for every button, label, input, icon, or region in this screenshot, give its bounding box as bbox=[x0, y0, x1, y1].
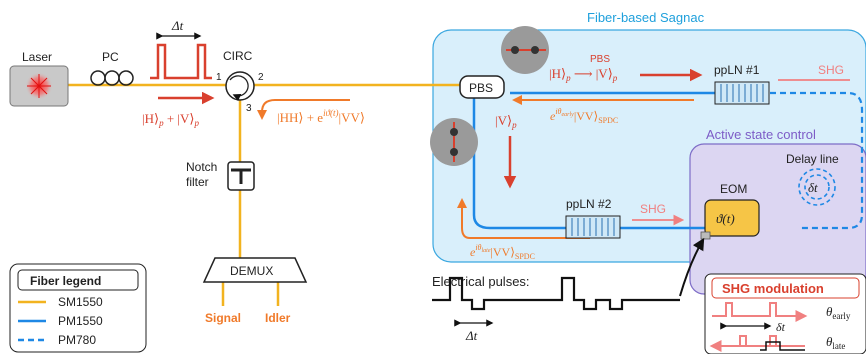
late-state-label: eiθlate|VV⟩SPDC bbox=[470, 243, 535, 261]
delay-line-coil-icon bbox=[798, 168, 836, 206]
pbs-arrow-label: PBS bbox=[590, 54, 610, 65]
input-pulse-icon bbox=[150, 43, 212, 80]
fiber-legend: Fiber legend SM1550 PM1550 PM780 bbox=[9, 263, 147, 353]
shg-modulation-box bbox=[704, 273, 866, 354]
ppln1-crystal-icon bbox=[714, 81, 770, 105]
circ-port-3: 3 bbox=[246, 103, 252, 114]
shg-modulation-title: SHG modulation bbox=[722, 281, 824, 296]
late-orange-arrow bbox=[457, 198, 590, 239]
legend-title: Fiber legend bbox=[30, 274, 101, 288]
v-state-label: |V⟩p bbox=[495, 113, 517, 130]
delay-line-label: Delay line bbox=[786, 152, 839, 166]
laser-source bbox=[9, 65, 69, 107]
early-pulse-trace bbox=[712, 302, 808, 322]
idler-label: Idler bbox=[265, 311, 291, 325]
eom-drive-arrow bbox=[679, 237, 705, 297]
pm1550-loop-left bbox=[472, 98, 705, 230]
electrical-pulse-train bbox=[432, 276, 680, 311]
notch-label-1: Notch bbox=[186, 160, 217, 174]
pc-label: PC bbox=[102, 50, 119, 64]
late-pulse-trace bbox=[709, 335, 805, 352]
signal-label: Signal bbox=[205, 311, 241, 325]
pbs-label: PBS bbox=[469, 81, 493, 95]
delay-line-symbol: δt bbox=[808, 180, 818, 195]
legend-item-sm1550: SM1550 bbox=[58, 295, 103, 309]
eom-connector bbox=[700, 231, 711, 240]
input-state-label: |H⟩p + |V⟩p bbox=[142, 111, 199, 128]
shg-top-label: SHG bbox=[818, 63, 844, 77]
eom-box bbox=[704, 199, 760, 237]
circ-port-1: 1 bbox=[216, 72, 222, 83]
circulator-icon bbox=[225, 71, 255, 102]
h-to-v-label: |H⟩p ⟶ |V⟩p bbox=[549, 66, 618, 83]
circ-label: CIRC bbox=[223, 49, 253, 63]
eom-label: EOM bbox=[720, 182, 747, 196]
polarization-controller-icon bbox=[90, 70, 134, 86]
ppln2-label: ppLN #2 bbox=[566, 197, 612, 211]
return-orange-arrow bbox=[257, 99, 350, 120]
left-polarization-paddle-icon bbox=[430, 118, 478, 166]
notch-label-2: filter bbox=[186, 175, 209, 189]
eom-symbol: ϑ(t) bbox=[716, 211, 735, 226]
legend-item-pm1550: PM1550 bbox=[58, 314, 103, 328]
mod-delta-t: δt bbox=[776, 320, 786, 334]
early-state-label: eiθearly|VV⟩SPDC bbox=[550, 107, 618, 125]
active-state-title: Active state control bbox=[706, 127, 816, 142]
shg-mid-label: SHG bbox=[640, 202, 666, 216]
laser-label: Laser bbox=[22, 50, 52, 64]
ppln2-crystal-icon bbox=[565, 215, 621, 239]
return-state-label: |HH⟩ + eiϑ(t)|VV⟩ bbox=[277, 108, 365, 125]
electrical-pulses-label: Electrical pulses: bbox=[432, 274, 530, 289]
theta-early-label: θearly bbox=[826, 304, 851, 321]
sagnac-title: Fiber-based Sagnac bbox=[587, 10, 705, 25]
ppln1-label: ppLN #1 bbox=[714, 63, 760, 77]
electrical-delta-t: Δt bbox=[465, 328, 478, 343]
theta-late-label: θlate bbox=[826, 334, 845, 351]
late-pulse-gate bbox=[760, 341, 805, 351]
circ-port-2: 2 bbox=[258, 72, 264, 83]
demux-label: DEMUX bbox=[230, 264, 273, 278]
input-delta-t: Δt bbox=[171, 18, 184, 33]
notch-filter-icon bbox=[227, 161, 255, 191]
pm780-loop bbox=[770, 91, 864, 230]
pbs-box bbox=[459, 75, 505, 99]
demux-icon bbox=[202, 257, 308, 283]
legend-item-pm780: PM780 bbox=[58, 333, 96, 347]
top-polarization-paddle-icon bbox=[501, 26, 549, 74]
